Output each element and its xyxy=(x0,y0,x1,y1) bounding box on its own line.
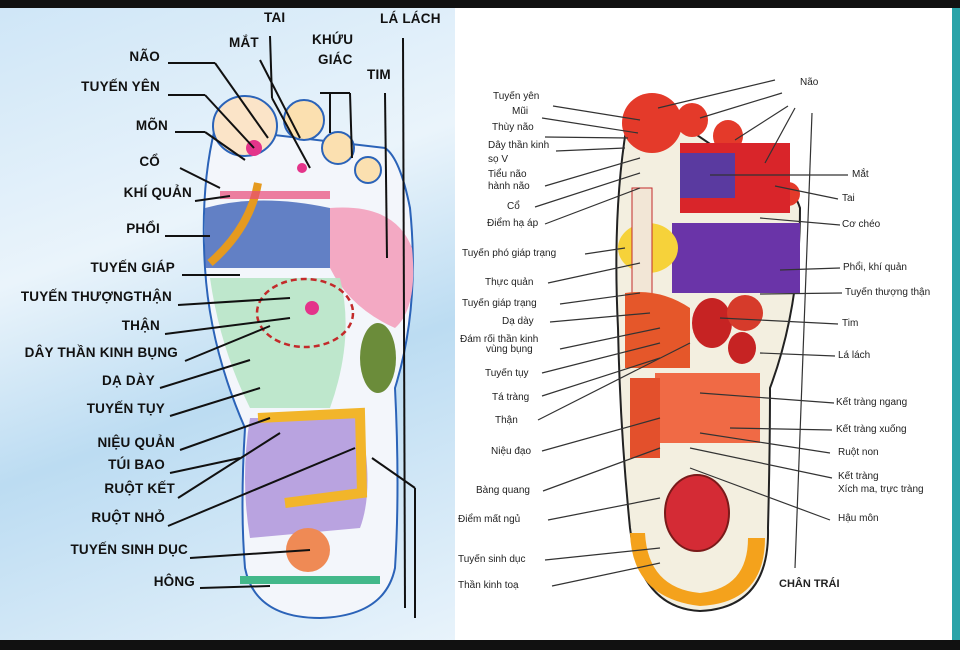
label-tuyen-pho-giap-trang: Tuyến phó giáp trạng xyxy=(462,248,557,259)
label-mui: Mũi xyxy=(512,106,529,117)
label-day-than-kinh-bung: DÂY THẦN KINH BỤNG xyxy=(24,345,178,360)
label-co: CỔ xyxy=(139,154,160,169)
label-hanh-nao: hành não xyxy=(488,181,530,192)
label-than: Thận xyxy=(495,415,518,426)
label-la-lach: Lá lách xyxy=(838,350,871,361)
label-tim: TIM xyxy=(367,67,391,82)
label-nieu-dao: Niệu đạo xyxy=(491,446,532,457)
label-mat: Mắt xyxy=(852,169,869,180)
label-ruot-ket: RUỘT KẾT xyxy=(104,481,175,496)
label-mon: MÕN xyxy=(135,118,168,133)
label-tui-bao: TÚI BAO xyxy=(108,457,165,472)
label-tai: TAI xyxy=(264,10,286,25)
label-tuyen-yen: Tuyến yên xyxy=(493,91,540,102)
label-khuu-giac-2: GIÁC xyxy=(318,52,353,67)
label-thuy-nao: Thùy não xyxy=(492,122,534,133)
label-mat: MẮT xyxy=(229,35,259,50)
label-tai: Tai xyxy=(842,193,855,204)
foot-title: CHÂN TRÁI xyxy=(779,578,840,590)
label-day-than-kinh: Dây thần kinh xyxy=(488,140,550,151)
label-khuu-giac-1: KHỨU xyxy=(312,32,354,47)
label-tuyen-giap: TUYẾN GIÁP xyxy=(90,260,175,275)
label-thuc-quan: Thực quản xyxy=(485,277,534,288)
label-tuyen-sinh-duc: TUYẾN SINH DỤC xyxy=(70,542,188,557)
label-tuyen-tuy: Tuyến tụy xyxy=(485,368,529,379)
label-ket-trang: Kết tràng xyxy=(838,471,879,482)
label-so-v: sọ V xyxy=(488,154,509,165)
label-tuyen-thuong-than: TUYẾN THƯỢNGTHẬN xyxy=(20,289,172,304)
label-ket-trang-ngang: Kết tràng ngang xyxy=(836,397,908,408)
right-border xyxy=(952,8,960,640)
label-vung-bung: vùng bụng xyxy=(486,344,533,355)
right-foot-drawing xyxy=(534,79,848,613)
label-tuyen-yen: TUYẾN YÊN xyxy=(81,79,160,94)
label-hau-mon: Hậu môn xyxy=(838,513,879,524)
reflexology-diagram: TAI MẮT KHỨU GIÁC LÁ LÁCH TIM NÃO TUYẾN … xyxy=(0,8,960,640)
label-la-lach: LÁ LÁCH xyxy=(380,11,441,26)
label-ta-trang: Tá tràng xyxy=(492,392,530,403)
label-ruot-nho: RUỘT NHỎ xyxy=(91,510,165,525)
label-tim: Tim xyxy=(842,318,859,329)
label-dam-roi-than-kinh: Đám rối thần kinh xyxy=(460,334,539,345)
label-diem-ha-ap: Điểm hạ áp xyxy=(487,218,539,229)
label-tuyen-thuong-than: Tuyến thượng thận xyxy=(845,287,931,298)
label-ket-trang-xuong: Kết tràng xuống xyxy=(836,424,907,435)
label-da-day: DẠ DÀY xyxy=(102,373,155,388)
label-khi-quan: KHÍ QUẢN xyxy=(123,185,192,200)
label-nao: Não xyxy=(800,77,819,88)
label-phoi: PHỔI xyxy=(126,221,160,236)
label-co-cheo: Cơ chéo xyxy=(842,219,881,230)
label-xich-ma-truc-trang: Xích ma, trực tràng xyxy=(838,484,924,495)
label-diem-mat-ngu: Điểm mất ngủ xyxy=(458,514,521,525)
label-than-kinh-toa: Thần kinh toạ xyxy=(458,580,519,591)
label-phoi-khi-quan: Phổi, khí quản xyxy=(843,262,907,273)
foot-illustrations xyxy=(159,35,848,620)
label-hong: HÔNG xyxy=(153,574,195,589)
label-tuyen-sinh-duc: Tuyến sinh dục xyxy=(458,554,526,565)
label-tieu-nao: Tiểu não xyxy=(488,169,527,180)
label-da-day: Dạ dày xyxy=(502,316,534,327)
label-than: THẬN xyxy=(121,318,160,333)
label-tuyen-tuy: TUYẾN TỤY xyxy=(86,401,165,416)
label-nao: NÃO xyxy=(129,49,160,64)
label-tuyen-giap-trang: Tuyến giáp trạng xyxy=(462,298,537,309)
left-foot-drawing xyxy=(159,35,416,620)
label-bang-quang: Bàng quang xyxy=(476,485,530,496)
label-nieu-quan: NIỆU QUẢN xyxy=(97,435,175,450)
label-ruot-non: Ruột non xyxy=(838,447,879,458)
label-co: Cổ xyxy=(507,201,520,212)
